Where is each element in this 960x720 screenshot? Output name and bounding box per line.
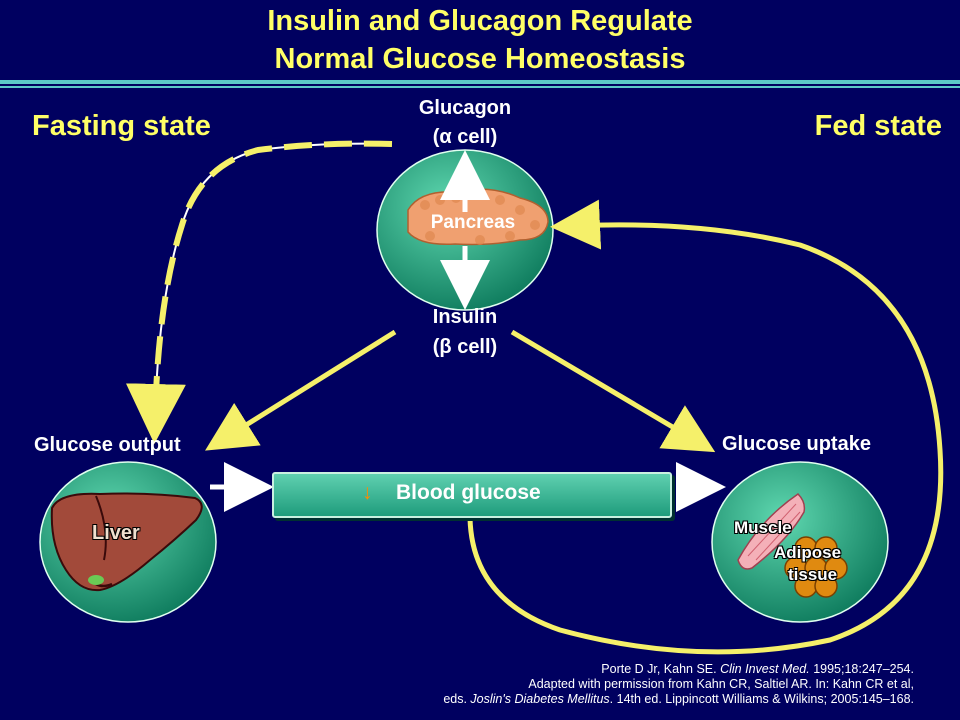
alpha-symbol: α [439, 126, 452, 148]
adipose-organ [784, 536, 848, 598]
insulin-cell-label: (β cell) [432, 336, 498, 358]
down-arrow-icon: ↓ [362, 481, 373, 504]
blood-glucose-box [272, 472, 672, 518]
citation: Porte D Jr, Kahn SE. Clin Invest Med. 19… [443, 662, 914, 707]
citation-line-2: Adapted with permission from Kahn CR, Sa… [528, 677, 914, 691]
liver-organ [50, 492, 203, 592]
pancreas-label: Pancreas [430, 212, 516, 233]
muscle-label: Muscle [734, 518, 792, 537]
adipose-label: Adipose [774, 543, 842, 562]
blood-glucose-label: Blood glucose [396, 481, 541, 504]
citation-line-1: Porte D Jr, Kahn SE. Clin Invest Med. 19… [601, 662, 914, 676]
liver-label: Liver [92, 522, 140, 544]
title-rule [0, 80, 960, 84]
glucose-output-label: Glucose output [34, 434, 181, 456]
citation-line-3: eds. Joslin's Diabetes Mellitus. 14th ed… [443, 692, 914, 706]
tissue-label: tissue [788, 565, 838, 584]
title-rule-thin [0, 86, 960, 88]
title-line-2: Normal Glucose Homeostasis [274, 43, 686, 75]
fed-state-label: Fed state [814, 110, 942, 142]
title-line-1: Insulin and Glucagon Regulate [267, 5, 693, 37]
glucagon-label: Glucagon [418, 97, 512, 119]
muscle-organ [737, 493, 806, 570]
feedback-loop-arrow [467, 199, 944, 655]
pancreas-organ [407, 188, 549, 246]
insulin-label: Insulin [432, 306, 498, 328]
glucose-uptake-label: Glucose uptake [722, 433, 871, 455]
fasting-state-label: Fasting state [32, 110, 211, 142]
insulin-to-tissue-arrow [510, 329, 716, 453]
insulin-to-liver-arrow [205, 329, 397, 451]
glucagon-cell-label: (α cell) [432, 126, 498, 148]
glucagon-to-liver-arrow [154, 142, 393, 421]
